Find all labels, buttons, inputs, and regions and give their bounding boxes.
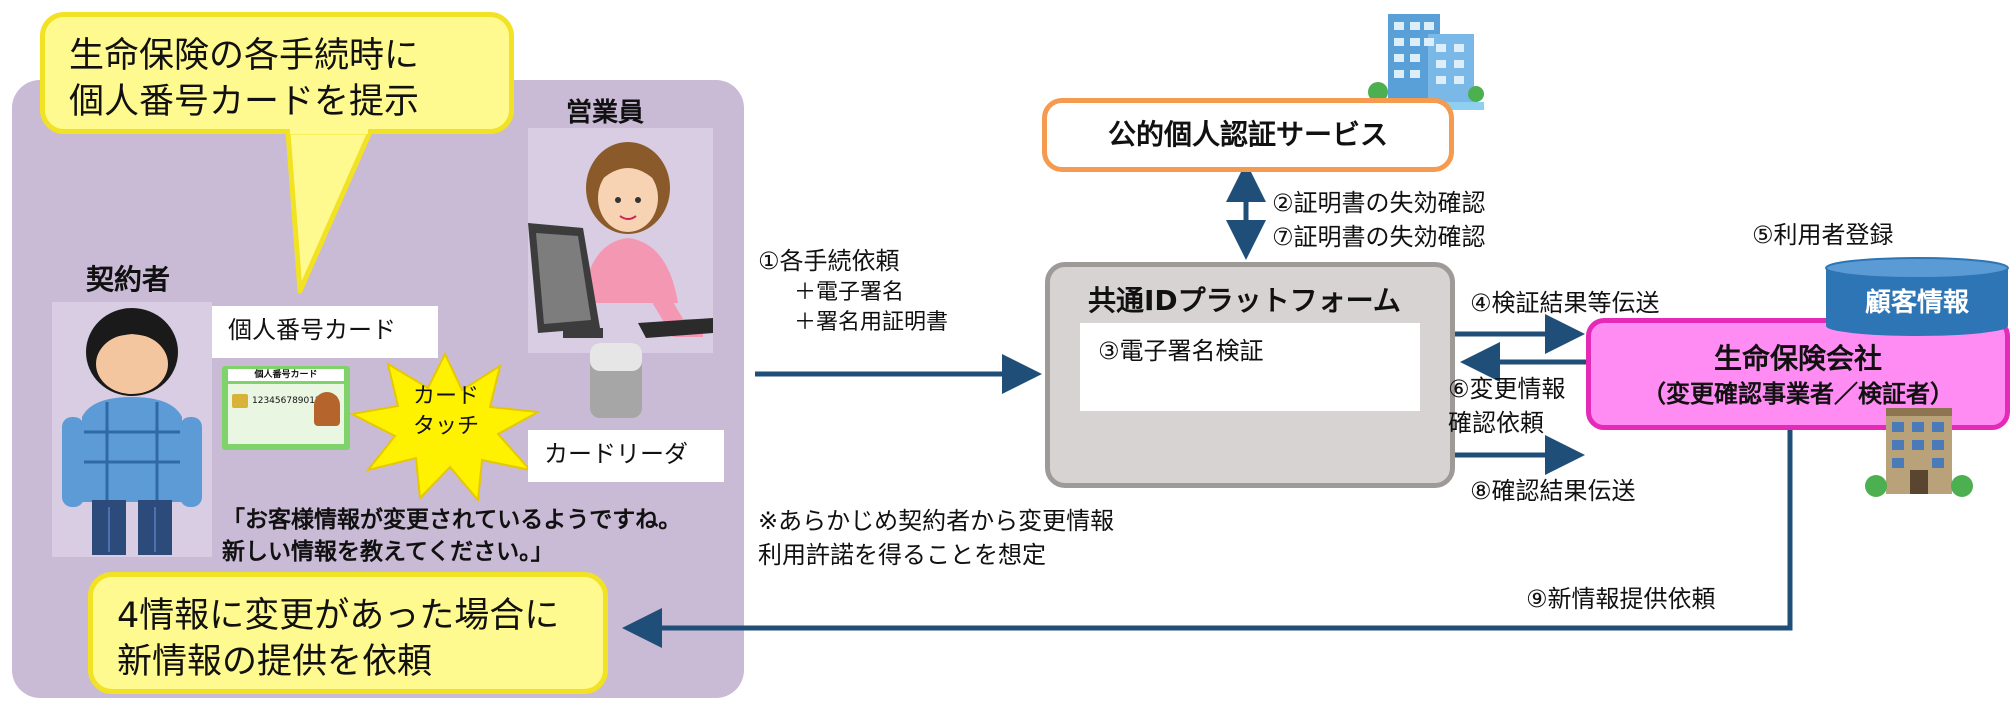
card-chip-icon (232, 394, 248, 408)
callout-request-new-info: 4情報に変更があった場合に 新情報の提供を依頼 (88, 572, 608, 694)
consent-note: ※あらかじめ契約者から変更情報 利用許諾を得ることを想定 (758, 507, 1115, 569)
user-registration-label: ⑤利用者登録 (1752, 221, 1894, 249)
card-reader-label: カードリーダ (528, 430, 724, 482)
card-title: 個人番号カード (228, 369, 344, 381)
signature-verify-box: ③電子署名検証 (1080, 323, 1420, 411)
contractor-label: 契約者 (86, 263, 171, 296)
customer-database-icon (1825, 257, 2009, 336)
callout-tail (285, 126, 373, 294)
contractor-person-icon (52, 302, 212, 557)
callout-line: 生命保険の各手続時に (69, 36, 420, 76)
callout-line: 個人番号カードを提示 (69, 82, 420, 122)
my-number-card-icon: 個人番号カード 123456789012 (222, 366, 350, 450)
card-photo-icon (314, 392, 340, 426)
flow-4-label: ④検証結果等伝送 (1470, 289, 1660, 317)
callout-line: 4情報に変更があった場合に (117, 596, 560, 636)
insurer-name: 生命保険会社 (1713, 342, 1882, 375)
certificate-check-label: ②証明書の失効確認 ⑦証明書の失効確認 (1272, 189, 1486, 251)
flow-8-label: ⑧確認結果伝送 (1470, 477, 1636, 505)
jpki-service-box: 公的個人認証サービス (1042, 98, 1454, 172)
request-label: ①各手続依頼 ＋電子署名 ＋署名用証明書 (758, 247, 949, 335)
sales-person-icon (528, 128, 713, 418)
callout-line: 新情報の提供を依頼 (117, 642, 433, 682)
touch-burst-text: カード タッチ (412, 384, 479, 439)
insurer-role: （変更確認事業者／検証者） (1642, 380, 1954, 408)
flow-9-label: ⑨新情報提供依頼 (1526, 585, 1716, 613)
card-touch-burst (350, 352, 540, 502)
customer-database-label: 顧客情報 (1864, 288, 1969, 318)
company-building-icon (1865, 408, 1973, 497)
sales-person-label: 営業員 (566, 98, 645, 128)
callout-present-card: 生命保険の各手続時に 個人番号カードを提示 (40, 12, 514, 134)
my-number-card-label: 個人番号カード (212, 306, 438, 358)
flow-6-label: ⑥変更情報 確認依頼 (1448, 375, 1566, 437)
arrow-f9 (622, 425, 1793, 648)
building-icon (1368, 14, 1484, 110)
card-number: 123456789012 (252, 396, 321, 406)
platform-title: 共通IDプラットフォーム (1088, 284, 1401, 317)
common-id-platform: 共通IDプラットフォーム ③電子署名検証 (1045, 262, 1455, 488)
staff-quote: 「お客様情報が変更されているようですね。 新しい情報を教えてください。」 (222, 507, 682, 565)
